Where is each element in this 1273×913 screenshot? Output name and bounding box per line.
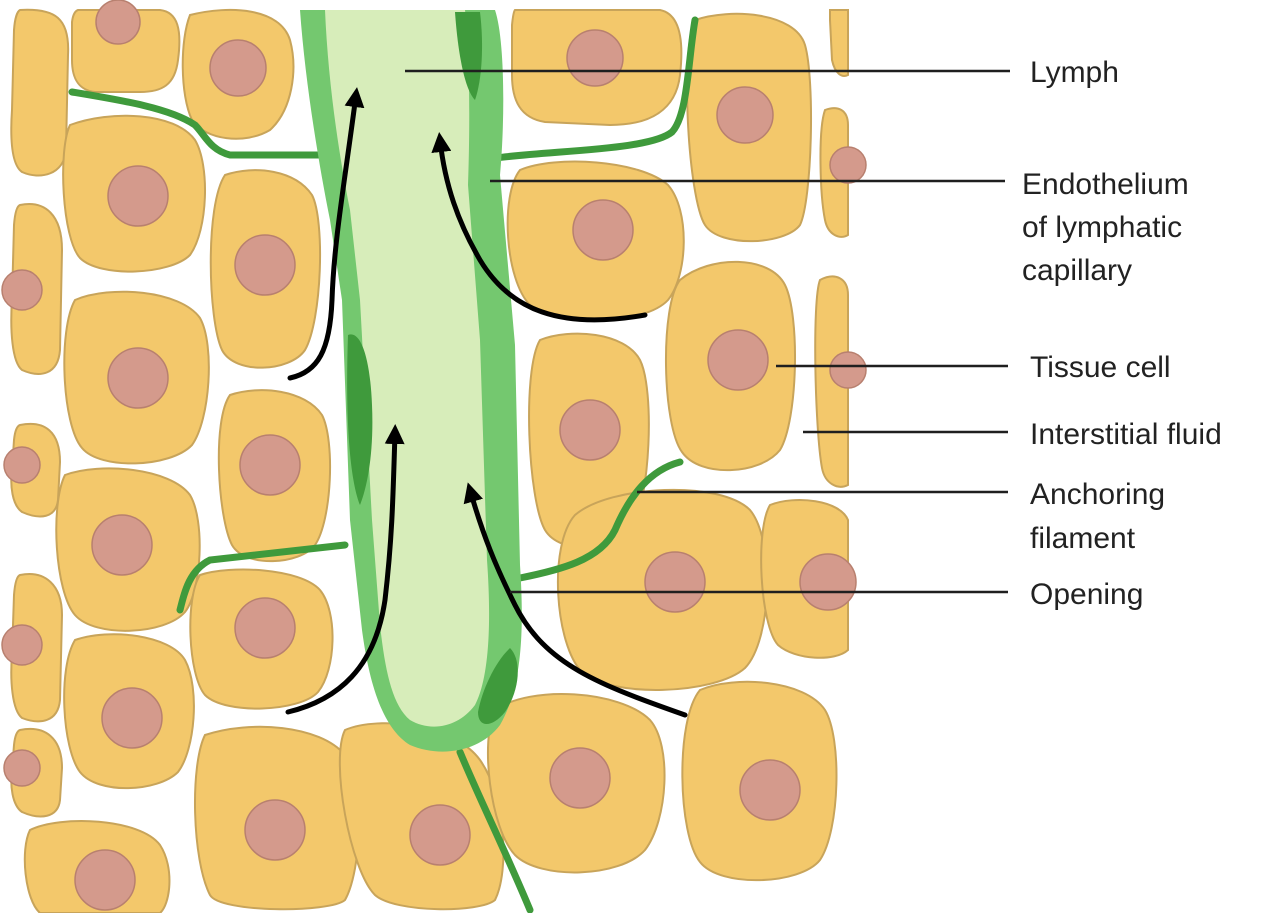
tissue-cell <box>64 292 209 464</box>
nucleus <box>245 800 305 860</box>
label-endothelium-line3: capillary <box>1022 254 1132 287</box>
label-endothelium-line2: of lymphatic <box>1022 211 1182 244</box>
label-anchoring-line1: Anchoring <box>1030 478 1165 511</box>
label-anchoring-line2: filament <box>1030 522 1136 555</box>
nucleus <box>830 352 866 388</box>
tissue-cell <box>211 170 320 367</box>
nucleus <box>740 760 800 820</box>
tissue-cell <box>183 10 294 139</box>
tissue-cell <box>558 490 767 690</box>
tissue-cell <box>190 570 332 709</box>
nucleus <box>92 515 152 575</box>
nucleus <box>75 850 135 910</box>
nucleus <box>560 400 620 460</box>
nucleus <box>4 447 40 483</box>
nucleus <box>550 748 610 808</box>
nucleus <box>235 235 295 295</box>
label-tissue-cell: Tissue cell <box>1030 351 1171 384</box>
nucleus <box>240 435 300 495</box>
tissue-cell <box>63 116 205 272</box>
tissue-cell <box>11 10 68 176</box>
nucleus <box>573 200 633 260</box>
label-opening: Opening <box>1030 578 1143 611</box>
tissue-cell <box>830 10 848 76</box>
nucleus <box>410 805 470 865</box>
nucleus <box>830 147 866 183</box>
labels: Lymph Endothelium of lymphatic capillary… <box>1022 56 1222 611</box>
nucleus <box>102 688 162 748</box>
tissue-cell <box>687 14 811 241</box>
nucleus <box>2 270 42 310</box>
nucleus <box>800 554 856 610</box>
nucleus <box>645 552 705 612</box>
tissue-cell <box>761 500 856 658</box>
tissue-cell <box>508 162 684 321</box>
label-endothelium-line1: Endothelium <box>1022 168 1189 201</box>
nucleus <box>717 87 773 143</box>
tissue-cell <box>219 390 330 561</box>
nucleus <box>4 750 40 786</box>
tissue-cell <box>25 821 170 913</box>
tissue-cell <box>64 634 194 788</box>
label-lymph: Lymph <box>1030 56 1119 89</box>
label-interstitial-fluid: Interstitial fluid <box>1030 418 1222 451</box>
tissue-cell <box>195 727 359 909</box>
nucleus <box>235 598 295 658</box>
tissue-cell <box>72 0 179 92</box>
nucleus <box>708 330 768 390</box>
nucleus <box>2 625 42 665</box>
tissue-cell <box>666 262 795 470</box>
tissue-cell <box>488 694 665 872</box>
nucleus <box>108 166 168 226</box>
nucleus <box>108 348 168 408</box>
nucleus <box>210 40 266 96</box>
tissue-cell <box>682 682 836 880</box>
nucleus <box>567 30 623 86</box>
tissue-cell <box>512 10 681 125</box>
nucleus <box>96 0 140 44</box>
